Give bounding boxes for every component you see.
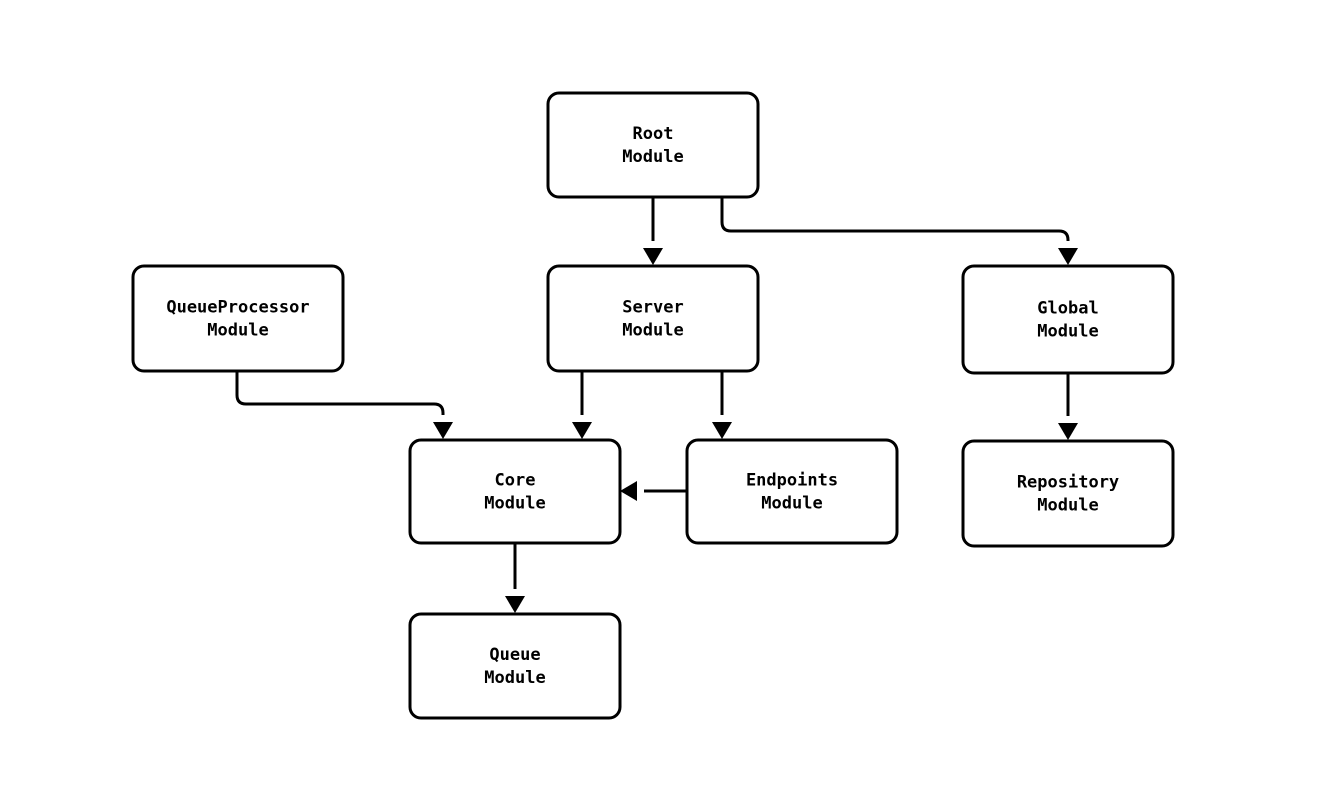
node-label-line2: Module <box>484 494 545 514</box>
node-label-line2: Module <box>484 668 545 688</box>
edge-server-to-endpoints <box>712 371 732 439</box>
edge-root-to-server <box>643 197 663 265</box>
node-label-line2: Module <box>1037 322 1098 342</box>
edge-line <box>720 197 1070 242</box>
edge-queueprocessor-to-core <box>235 371 453 439</box>
edges-layer <box>235 197 1078 613</box>
node-label-line1: Repository <box>1017 473 1119 493</box>
arrow-head-icon <box>643 248 663 265</box>
node-box[interactable] <box>546 264 760 373</box>
node-box[interactable] <box>131 264 345 373</box>
node-label-line1: Server <box>622 298 683 318</box>
node-box[interactable] <box>546 91 760 199</box>
node-label-line2: Module <box>622 147 683 167</box>
node-box[interactable] <box>685 438 899 545</box>
node-label-line1: Root <box>633 124 674 144</box>
arrow-head-icon <box>505 596 525 613</box>
node-label-line1: Core <box>495 471 536 491</box>
node-box[interactable] <box>961 439 1175 548</box>
edge-global-to-repository <box>1058 373 1078 440</box>
node-box[interactable] <box>961 264 1175 375</box>
edge-line <box>235 371 445 415</box>
edge-server-to-core <box>572 371 592 439</box>
edge-root-to-global <box>720 197 1078 265</box>
arrow-head-icon <box>620 481 637 501</box>
node-label-line1: QueueProcessor <box>166 298 309 318</box>
arrow-head-icon <box>572 422 592 439</box>
arrow-head-icon <box>433 422 453 439</box>
edge-core-to-queue <box>505 543 525 613</box>
node-label-line1: Queue <box>489 645 540 665</box>
node-label-line2: Module <box>622 321 683 341</box>
arrow-head-icon <box>1058 423 1078 440</box>
arrow-head-icon <box>712 422 732 439</box>
node-box[interactable] <box>408 438 622 545</box>
node-label-line2: Module <box>1037 496 1098 516</box>
edge-endpoints-to-core <box>620 481 687 501</box>
node-label-line1: Global <box>1037 299 1098 319</box>
node-label-line2: Module <box>761 494 822 514</box>
nodes-layer: RootModuleQueueProcessorModuleServerModu… <box>131 91 1175 720</box>
node-label-line1: Endpoints <box>746 471 838 491</box>
arrow-head-icon <box>1058 248 1078 265</box>
node-label-line2: Module <box>207 321 268 341</box>
node-box[interactable] <box>408 612 622 720</box>
